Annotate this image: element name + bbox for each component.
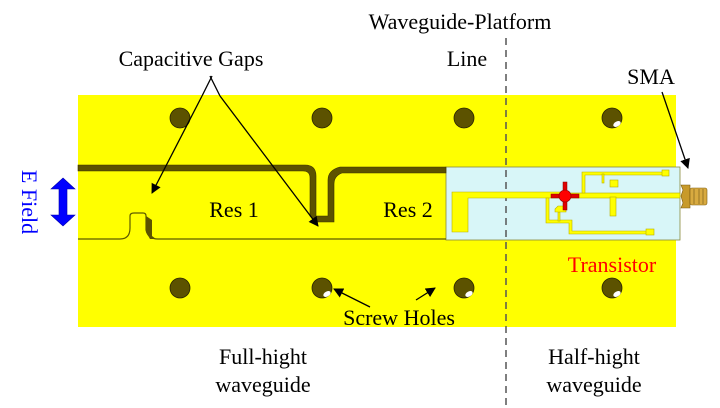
capacitive-gap-arrow-1	[151, 95, 203, 194]
platform-line-label-1: Waveguide-Platform	[369, 9, 552, 34]
res2-label: Res 2	[383, 197, 433, 222]
platform-line-label-2: Line	[447, 46, 487, 71]
screw-hole-glint	[465, 291, 473, 297]
capacitive-gap-arrow-2	[219, 95, 319, 227]
screw-hole-glint	[613, 291, 621, 297]
screw-hole	[169, 277, 191, 299]
screw-holes-label: Screw Holes	[343, 305, 455, 330]
screw-hole-glint	[613, 121, 621, 127]
screw-hole-arrow-2	[415, 287, 436, 301]
capacitive-gap-arrow-1-top	[201, 75, 213, 97]
sma-arrow	[661, 91, 690, 169]
sma-label: SMA	[627, 64, 675, 89]
screw-hole	[453, 107, 475, 129]
screw-hole	[311, 107, 333, 129]
transistor-icon	[550, 181, 580, 211]
half-height-label-2: waveguide	[546, 372, 641, 397]
gap-post-shade	[146, 216, 156, 239]
full-height-label-1: Full-hight	[219, 344, 307, 369]
capacitive-gap-arrow-2-top	[209, 75, 221, 97]
screw-holes	[169, 107, 623, 299]
microstrip-circuit	[451, 169, 681, 236]
transistor-label: Transistor	[568, 252, 657, 277]
capacitive-gaps-label: Capacitive Gaps	[119, 46, 264, 71]
e-field-label: E Field	[17, 170, 42, 234]
screw-hole-arrow-1	[333, 288, 371, 308]
upper-channel-wall	[77, 164, 447, 223]
full-height-label-2: waveguide	[215, 372, 310, 397]
half-height-label-1: Half-hight	[548, 344, 640, 369]
e-field-arrow-icon	[50, 177, 76, 227]
res1-label: Res 1	[209, 197, 259, 222]
screw-hole-glint	[323, 291, 331, 297]
sma-connector-icon	[680, 184, 708, 209]
